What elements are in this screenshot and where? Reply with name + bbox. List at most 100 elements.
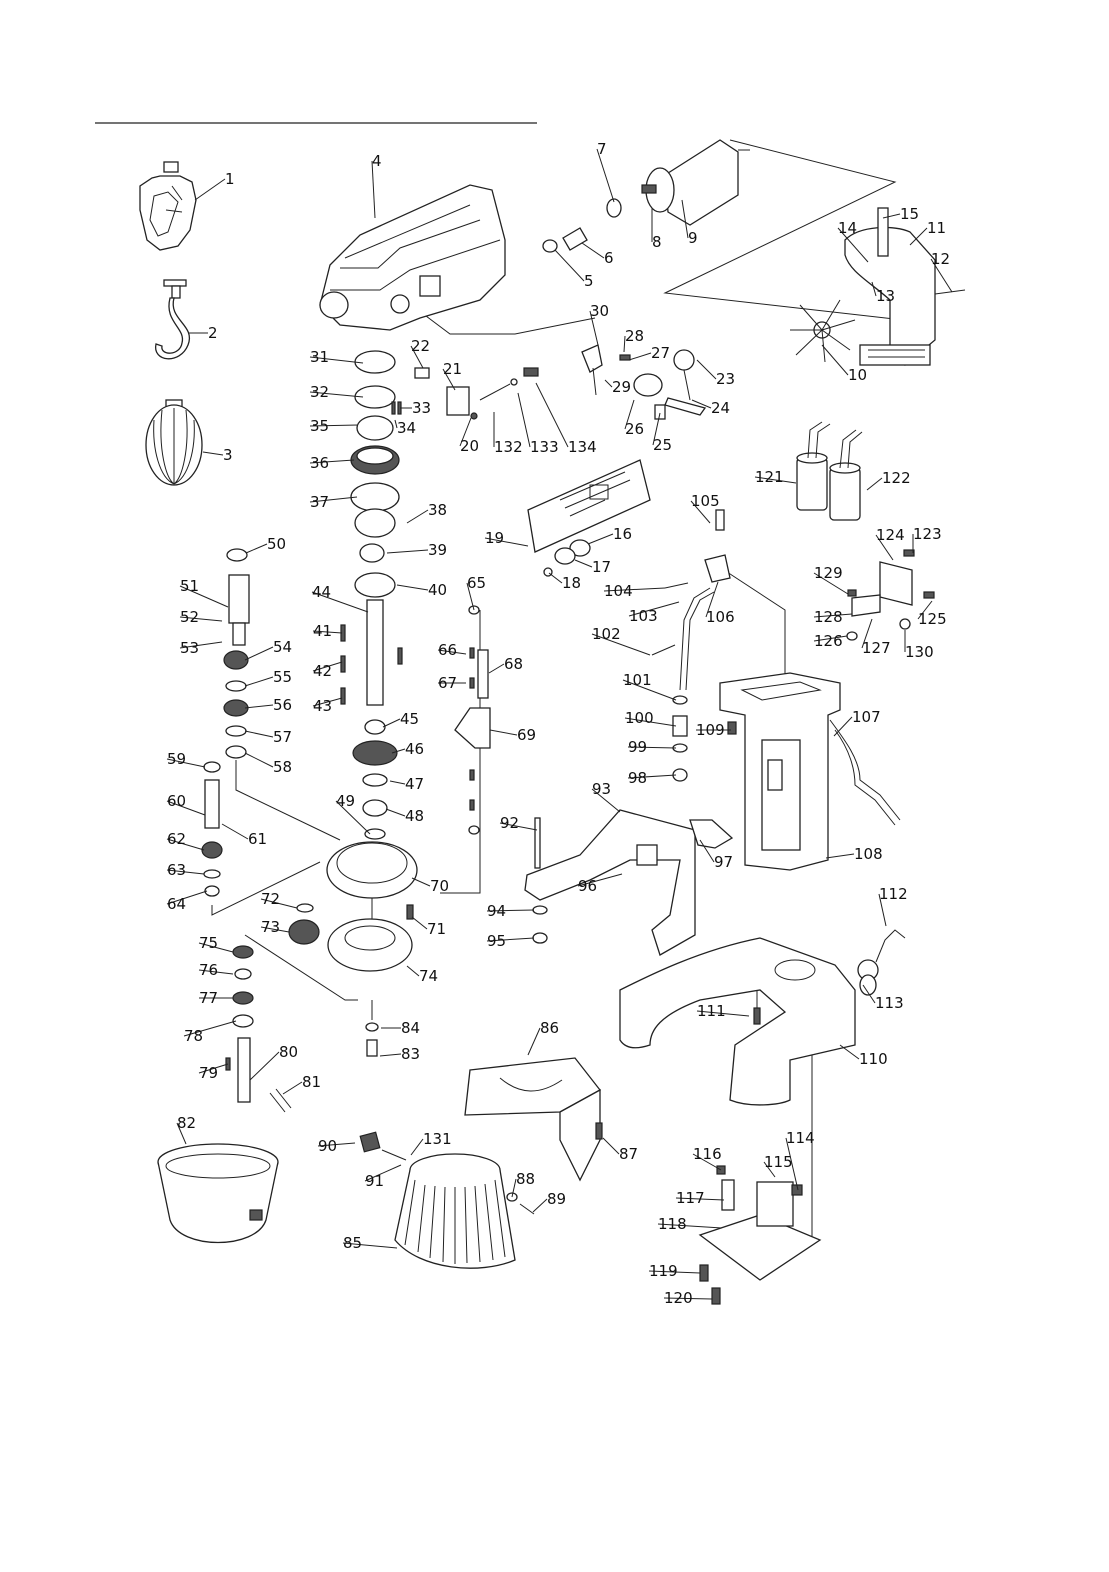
part-number-label: 89 [547,1190,566,1208]
part-number-label: 74 [419,967,438,985]
part-number-label: 11 [927,219,946,237]
part-number-label: 8 [652,233,662,251]
callout-leader [628,601,680,617]
part-number-label: 43 [313,697,332,715]
callout-leader [754,476,797,484]
callout-leader [312,697,343,707]
fan-impeller [790,299,856,363]
power-cord [859,974,877,996]
part-number-label: 28 [625,327,644,345]
part-number-label: 62 [167,830,186,848]
callout-leader [699,839,715,863]
motor-assembly [542,139,750,253]
callout-leader [394,419,398,429]
part-number-label: 14 [838,219,857,237]
part-number-label: 20 [460,437,479,455]
part-number-label: 40 [428,581,447,599]
callout-leader [244,730,274,738]
callout-leader [624,717,677,727]
callout-leader [309,424,359,427]
mixer-column [719,672,841,871]
part-number-label: 120 [664,1289,693,1307]
part-number-label: 41 [313,622,332,640]
callout-leader [166,758,206,768]
callout-leader [696,1010,750,1017]
part-number-label: 116 [693,1145,722,1163]
callout-leader [591,788,621,813]
part-number-label: 87 [619,1145,638,1163]
callout-leader [577,873,623,887]
callout-leader [459,417,472,447]
part-number-label: 76 [199,961,218,979]
callout-leader [861,618,873,649]
part-number-label: 55 [273,668,292,686]
callout-leader [194,178,226,201]
callout-leader [591,633,651,656]
callout-leader [511,1178,517,1198]
part-number-label: 126 [814,632,843,650]
callout-leader [627,746,677,749]
callout-leader [627,774,677,779]
part-number-label: 70 [430,877,449,895]
part-number-label: 71 [427,920,446,938]
part-number-label: 47 [405,775,424,793]
part-number-label: 127 [862,639,891,657]
part-number-label: 30 [590,302,609,320]
callout-leader [244,676,274,687]
switch-plate [846,549,935,641]
callout-leader [335,800,371,835]
callout-leader [587,533,614,545]
callout-leader [535,382,569,448]
part-number-label: 78 [184,1027,203,1045]
part-number-label: 36 [310,454,329,472]
part-number-label: 93 [592,780,611,798]
part-number-label: 82 [177,1114,196,1132]
callout-leader [410,1138,424,1156]
part-number-label: 60 [167,792,186,810]
callout-leader [244,646,274,661]
part-number-label: 44 [312,583,331,601]
callout-leader [930,258,953,293]
part-number-label: 115 [764,1153,793,1171]
callout-leader [821,344,849,376]
bowl-lift-linkage [454,605,491,835]
part-number-label: 19 [485,529,504,547]
bolt-washer [365,1022,379,1057]
part-number-label: 37 [310,493,329,511]
part-number-label: 39 [428,541,447,559]
part-number-label: 92 [500,814,519,832]
part-number-label: 2 [208,324,218,342]
part-number-label: 51 [180,577,199,595]
part-number-label: 81 [302,1073,321,1091]
part-number-label: 133 [530,438,559,456]
callout-leader [317,1142,356,1147]
callout-leader [484,537,529,547]
callout-leader [785,1137,799,1191]
callout-leader [517,392,531,448]
callout-leader [813,572,849,595]
part-number-label: 17 [592,558,611,576]
callout-leader [882,213,901,219]
part-number-label: 68 [504,655,523,673]
callout-leader [705,581,719,618]
callout-leader [198,1063,229,1074]
callout-leader [862,984,876,1004]
callout-leader [244,752,274,768]
part-number-label: 67 [438,674,457,692]
callout-leader [198,942,234,953]
part-number-label: 119 [649,1262,678,1280]
callout-leader [389,780,406,785]
callout-leader [691,399,712,409]
part-number-label: 75 [199,934,218,952]
callout-leader [166,800,206,816]
callout-leader [386,549,429,554]
callout-leader [179,585,229,608]
callout-leader [692,1153,722,1171]
part-number-label: 99 [628,738,647,756]
callout-leader [813,635,848,642]
bowl-lift-cradle [524,809,734,956]
callout-leader [681,199,689,239]
callout-leader [396,584,429,591]
part-number-label: 102 [592,625,621,643]
